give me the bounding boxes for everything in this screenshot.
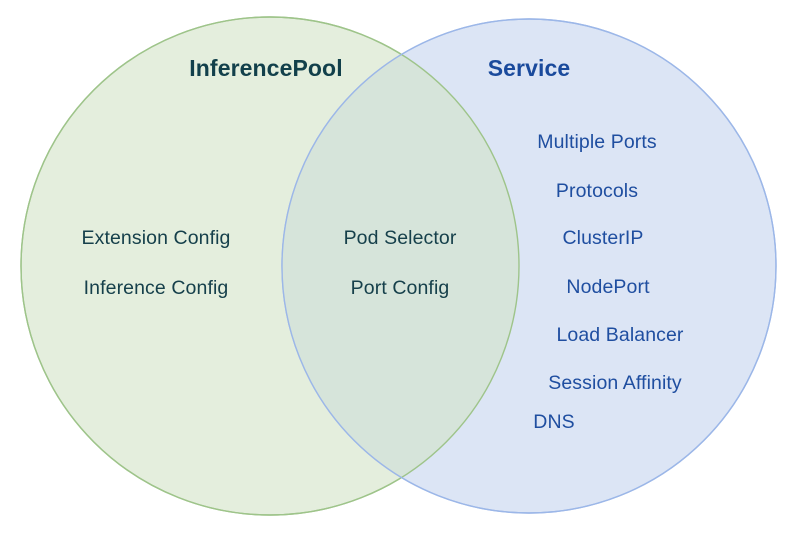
right-set-title: Service: [487, 55, 571, 81]
intersection-item-1: Pod Selector: [343, 227, 457, 249]
intersection-region: [282, 19, 519, 513]
left-set-title: InferencePool: [189, 55, 343, 81]
left-set-item-1: Extension Config: [81, 227, 231, 249]
right-set-item-1: Multiple Ports: [537, 131, 657, 153]
right-set-item-6: Session Affinity: [548, 372, 682, 394]
right-set-item-2: Protocols: [555, 180, 639, 202]
right-set-item-3: ClusterIP: [562, 227, 644, 249]
right-set-outline: [281, 18, 777, 514]
left-set-outline: [20, 16, 520, 516]
intersection-item-2: Port Config: [350, 277, 450, 299]
left-set-item-2: Inference Config: [83, 277, 229, 299]
right-set-item-7: DNS: [533, 411, 575, 433]
right-set-item-5: Load Balancer: [556, 324, 684, 346]
right-set-item-4: NodePort: [566, 276, 650, 298]
